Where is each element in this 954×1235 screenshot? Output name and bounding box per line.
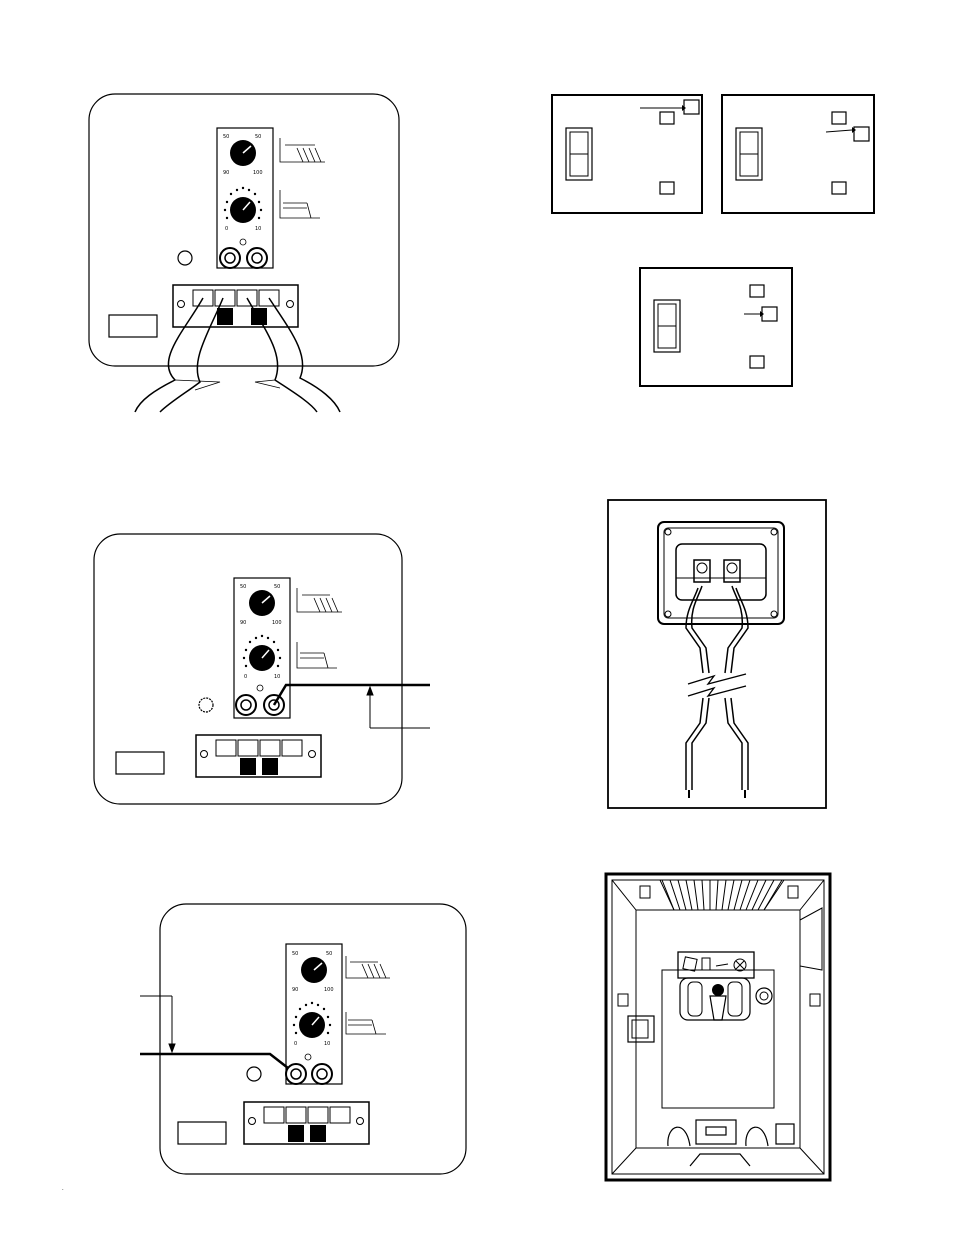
figure-amp-panel-input-right: 50 50 90 100 0 10 [140,900,470,1180]
svg-text:0: 0 [294,1041,297,1047]
svg-text:0: 0 [244,674,247,680]
input-jack-left[interactable] [286,1064,306,1084]
svg-text:50: 50 [255,134,261,140]
binding-post-right[interactable] [724,560,740,582]
level-graph-icon [280,138,325,162]
svg-text:90: 90 [223,170,229,176]
port-vents [660,880,784,910]
svg-text:100: 100 [253,170,263,176]
svg-text:0: 0 [225,226,228,232]
svg-text:10: 10 [255,226,261,232]
figure-speaker-terminal-wiring [606,498,830,812]
input-cable [140,996,288,1068]
bottom-components [668,1120,794,1166]
svg-text:100: 100 [324,987,334,993]
figure-cabinet-interior-view [604,870,834,1184]
power-led [199,698,213,712]
crossover-knob[interactable] [249,645,275,671]
svg-text:90: 90 [240,620,246,626]
crossover-knob[interactable] [230,197,256,223]
input-cable [274,685,430,728]
svg-text:50: 50 [326,951,332,957]
label-box [116,752,164,774]
binding-post-left[interactable] [694,560,710,582]
mounting-knob [712,984,724,996]
figure-frame [608,500,826,808]
input-jack-left[interactable] [220,248,240,268]
svg-text:50: 50 [274,584,280,590]
figure-switch-position-diagrams [548,90,883,390]
input-jack-left[interactable] [236,695,256,715]
power-led [247,1067,261,1081]
switch-diagram-c [640,268,792,386]
power-led [178,251,192,265]
amplifier-module [662,952,774,1108]
page-mark: . [62,1186,64,1192]
switch-diagram-b [722,95,874,213]
speaker-wires [135,298,340,412]
level-graph-icon [297,588,342,612]
svg-text:50: 50 [240,584,246,590]
label-box [178,1122,226,1144]
cable-break-symbol [688,674,746,696]
speaker-terminal-strip[interactable] [244,1102,369,1144]
cabinet-outer [606,874,830,1180]
crossover-graph-icon [346,1012,386,1034]
switch-diagram-a [552,95,702,213]
figure-amp-panel-input-left: 50 50 90 100 0 10 [90,530,430,810]
svg-text:50: 50 [223,134,229,140]
svg-text:90: 90 [292,987,298,993]
speaker-terminal-strip[interactable] [173,285,298,327]
figure-amp-panel-speaker-wiring: 50 50 90 100 0 10 [85,90,415,420]
label-box [109,315,157,337]
side-bracket [800,908,822,970]
crossover-graph-icon [297,642,337,668]
terminal-plate [658,522,784,624]
level-knob[interactable] [301,957,327,983]
svg-text:100: 100 [272,620,282,626]
svg-text:10: 10 [274,674,280,680]
level-knob[interactable] [230,140,256,166]
panel-outline [89,94,399,366]
svg-text:10: 10 [324,1041,330,1047]
level-knob[interactable] [249,590,275,616]
svg-text:50: 50 [292,951,298,957]
crossover-graph-icon [280,190,320,218]
crossover-knob[interactable] [299,1012,325,1038]
speaker-terminal-strip[interactable] [196,735,321,777]
cabinet-perspective-lines [612,880,824,1174]
input-jack-right[interactable] [247,248,267,268]
level-graph-icon [346,956,390,978]
input-jack-right[interactable] [312,1064,332,1084]
